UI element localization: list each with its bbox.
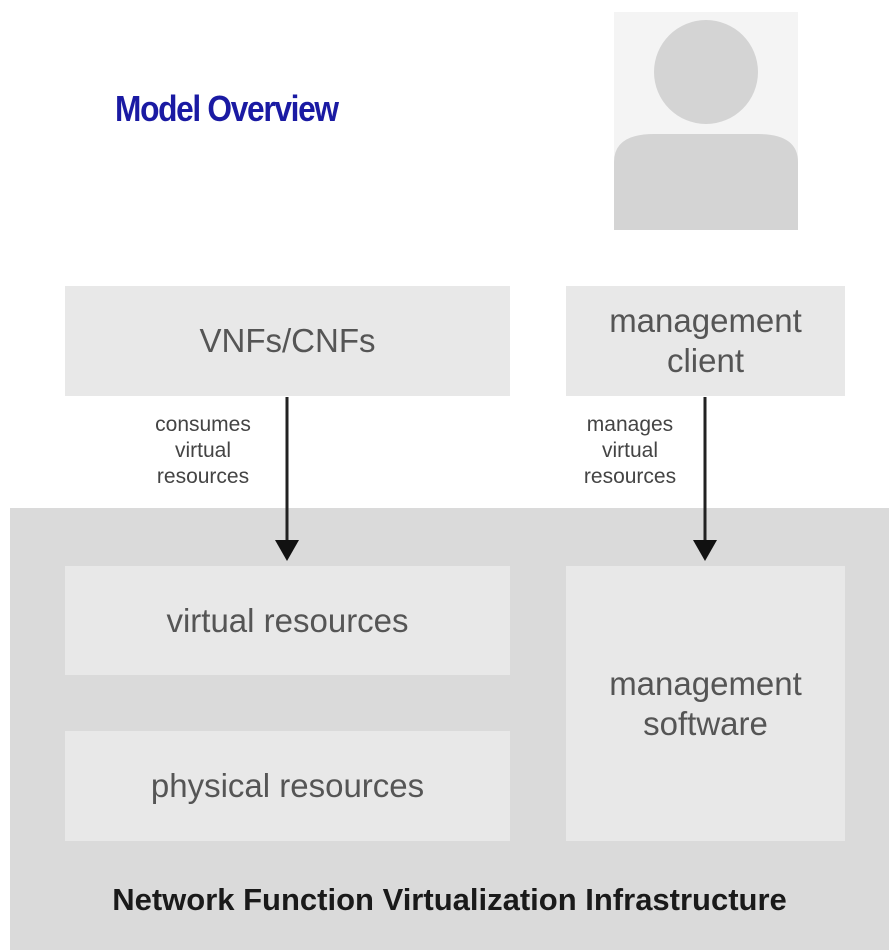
edge-label-consumes-line-1: consumes xyxy=(155,413,251,436)
edge-label-consumes: consumes virtual resources xyxy=(123,412,283,490)
edge-label-consumes-line-3: resources xyxy=(156,465,250,488)
node-physical-resources-label: physical resources xyxy=(150,767,425,804)
nfvi-label: Network Function Virtualization Infrastr… xyxy=(112,882,787,917)
node-physical-resources: physical resources xyxy=(65,731,510,841)
node-management-client-line-1: management xyxy=(609,302,802,339)
node-management-client-line-2: client xyxy=(666,342,745,379)
node-management-software-line-2: software xyxy=(643,704,768,742)
node-management-client: management client xyxy=(566,286,845,396)
node-vnfs-cnfs: VNFs/CNFs xyxy=(65,286,510,396)
edge-label-manages: manages virtual resources xyxy=(550,412,710,490)
node-management-software: management software xyxy=(566,566,845,841)
diagram-title: Model Overview xyxy=(115,88,339,129)
edge-label-manages-line-1: manages xyxy=(586,413,674,436)
node-virtual-resources-label: virtual resources xyxy=(166,601,409,639)
edge-label-manages-line-2: virtual xyxy=(601,439,659,462)
node-virtual-resources: virtual resources xyxy=(65,566,510,675)
edge-label-manages-line-3: resources xyxy=(583,465,677,488)
edge-label-consumes-line-2: virtual xyxy=(174,439,232,462)
node-management-software-line-1: management xyxy=(609,664,802,702)
node-vnfs-cnfs-label: VNFs/CNFs xyxy=(199,322,376,359)
user-avatar-icon xyxy=(596,12,816,230)
